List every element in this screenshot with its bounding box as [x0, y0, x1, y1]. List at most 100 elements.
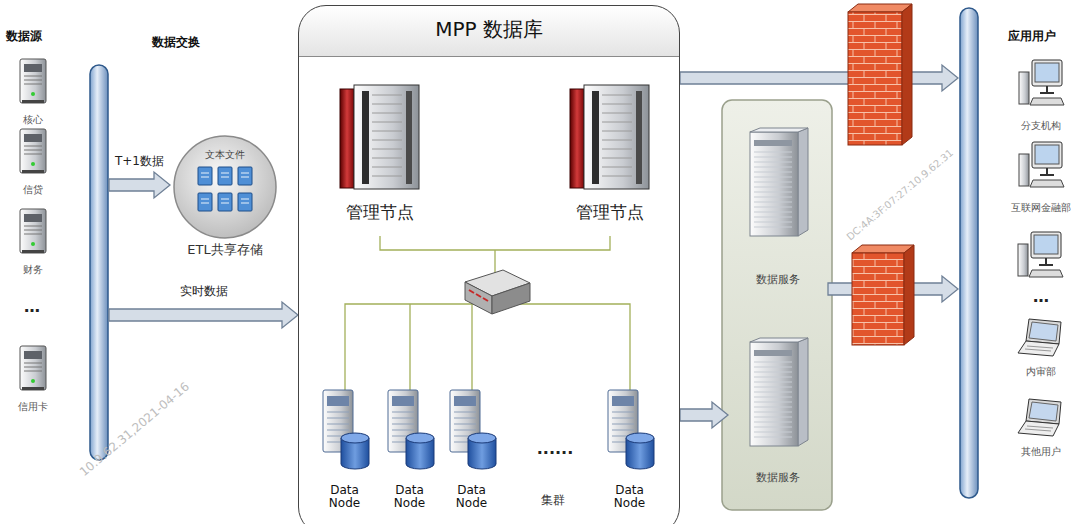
laptop-lid: [1026, 399, 1061, 424]
firewall-top: [848, 4, 912, 12]
storage-circle: [174, 136, 276, 238]
file-icon: [198, 193, 212, 211]
server-top: [750, 338, 808, 342]
laptop-screen: [1029, 402, 1058, 421]
node-slot: [612, 429, 634, 430]
monitor-stand: [1040, 168, 1054, 175]
server-slot: [754, 172, 792, 173]
server-slot: [754, 162, 792, 163]
edge-label: T+1数据: [113, 155, 166, 169]
pc-tower: [1019, 154, 1029, 186]
node-slot: [612, 417, 634, 418]
rack-unit: [602, 112, 632, 113]
rack-icon: [340, 85, 420, 190]
user-desktop: 分支机构: [1003, 60, 1079, 140]
server-icon: [19, 58, 47, 104]
tall-icon: [748, 338, 808, 446]
server-slot: [754, 212, 792, 213]
server-side: [798, 338, 808, 446]
node-label: 文本文件: [205, 149, 245, 161]
disk-top: [406, 433, 434, 443]
service-panel: [722, 100, 832, 510]
monitor: [1031, 232, 1061, 258]
block-arrow: [680, 402, 728, 428]
block-arrow: [680, 65, 958, 91]
server-bay: [24, 351, 42, 359]
desk-icon: [1019, 142, 1064, 190]
node-label: 信贷: [23, 184, 43, 196]
management-node: 管理节点: [555, 85, 665, 233]
node-label: 其他用户: [1021, 446, 1061, 458]
server-slot: [754, 157, 792, 158]
server-slot: [754, 377, 792, 378]
server-led: [31, 379, 35, 383]
node-label: 管理节点: [576, 203, 644, 223]
arrow-shape: [680, 402, 728, 428]
node-label: Data Node: [605, 484, 655, 512]
rack-rail: [592, 91, 599, 184]
node-caption: ETL共享存储: [187, 243, 263, 258]
firewall: [852, 245, 914, 345]
firewall-side: [902, 4, 912, 145]
server-slot: [754, 367, 792, 368]
monitor-stand: [1040, 86, 1054, 93]
rack-unit: [372, 148, 402, 149]
pc-tower: [1019, 72, 1029, 104]
node-label: Data Node: [447, 484, 497, 512]
rack-unit: [602, 130, 632, 131]
edge-label: 实时数据: [178, 285, 230, 299]
management-node: 管理节点: [325, 85, 435, 233]
server-icon: [19, 208, 47, 254]
server-slot: [754, 167, 792, 168]
rack-unit: [602, 121, 632, 122]
server-slot: [754, 217, 792, 218]
rack-unit: [602, 166, 632, 167]
node-slot: [392, 423, 414, 424]
user-bus: [960, 8, 978, 498]
node-bay: [327, 396, 349, 406]
rack-rail: [362, 91, 369, 184]
node-label: MPP 数据库: [435, 18, 543, 41]
source-server: 信用卡: [5, 345, 60, 417]
node-slot: [454, 423, 476, 424]
file-lines: [241, 173, 249, 177]
etl-storage: 文本文件 ETL共享存储: [170, 135, 280, 280]
user-group: 应用用户分支机构互联网金融部内审部其他用户: [958, 8, 1086, 520]
server-bay: [754, 350, 792, 356]
laptop-keys: [1025, 426, 1053, 431]
server-case: [20, 129, 46, 173]
node-slot: [392, 417, 414, 418]
server-slot: [24, 154, 42, 155]
data-service: 数据服务: [728, 330, 828, 500]
arrow-shape: [109, 302, 298, 328]
rack-unit: [372, 103, 402, 104]
rack-rail: [636, 91, 642, 184]
node-slot: [392, 429, 414, 430]
file-lines: [201, 173, 209, 177]
server-case: [20, 209, 46, 253]
screen: [1034, 235, 1058, 254]
pc-tower: [1018, 244, 1028, 276]
file-icon: [238, 193, 252, 211]
node-slot: [454, 411, 476, 412]
rack-unit: [602, 103, 632, 104]
arrow-shape: [109, 172, 170, 198]
rack-unit: [372, 94, 402, 95]
block-arrow: [109, 172, 170, 198]
rack-body: [354, 85, 419, 189]
ellipsis: …: [24, 298, 40, 316]
ellipsis: ......: [537, 440, 573, 458]
server-slot: [754, 397, 792, 398]
data-node: Data Node: [602, 390, 658, 518]
node-label: 数据服务: [756, 274, 800, 287]
server-base: [22, 387, 44, 390]
server-slot: [754, 412, 792, 413]
node-label: 分支机构: [1021, 120, 1061, 132]
node-label: Data Node: [385, 484, 435, 512]
node-label: 信用卡: [18, 401, 48, 413]
rack-body: [584, 85, 649, 189]
file-lines: [201, 199, 209, 203]
node-bay: [454, 396, 476, 406]
server-led: [31, 162, 35, 166]
rack-unit: [602, 175, 632, 176]
